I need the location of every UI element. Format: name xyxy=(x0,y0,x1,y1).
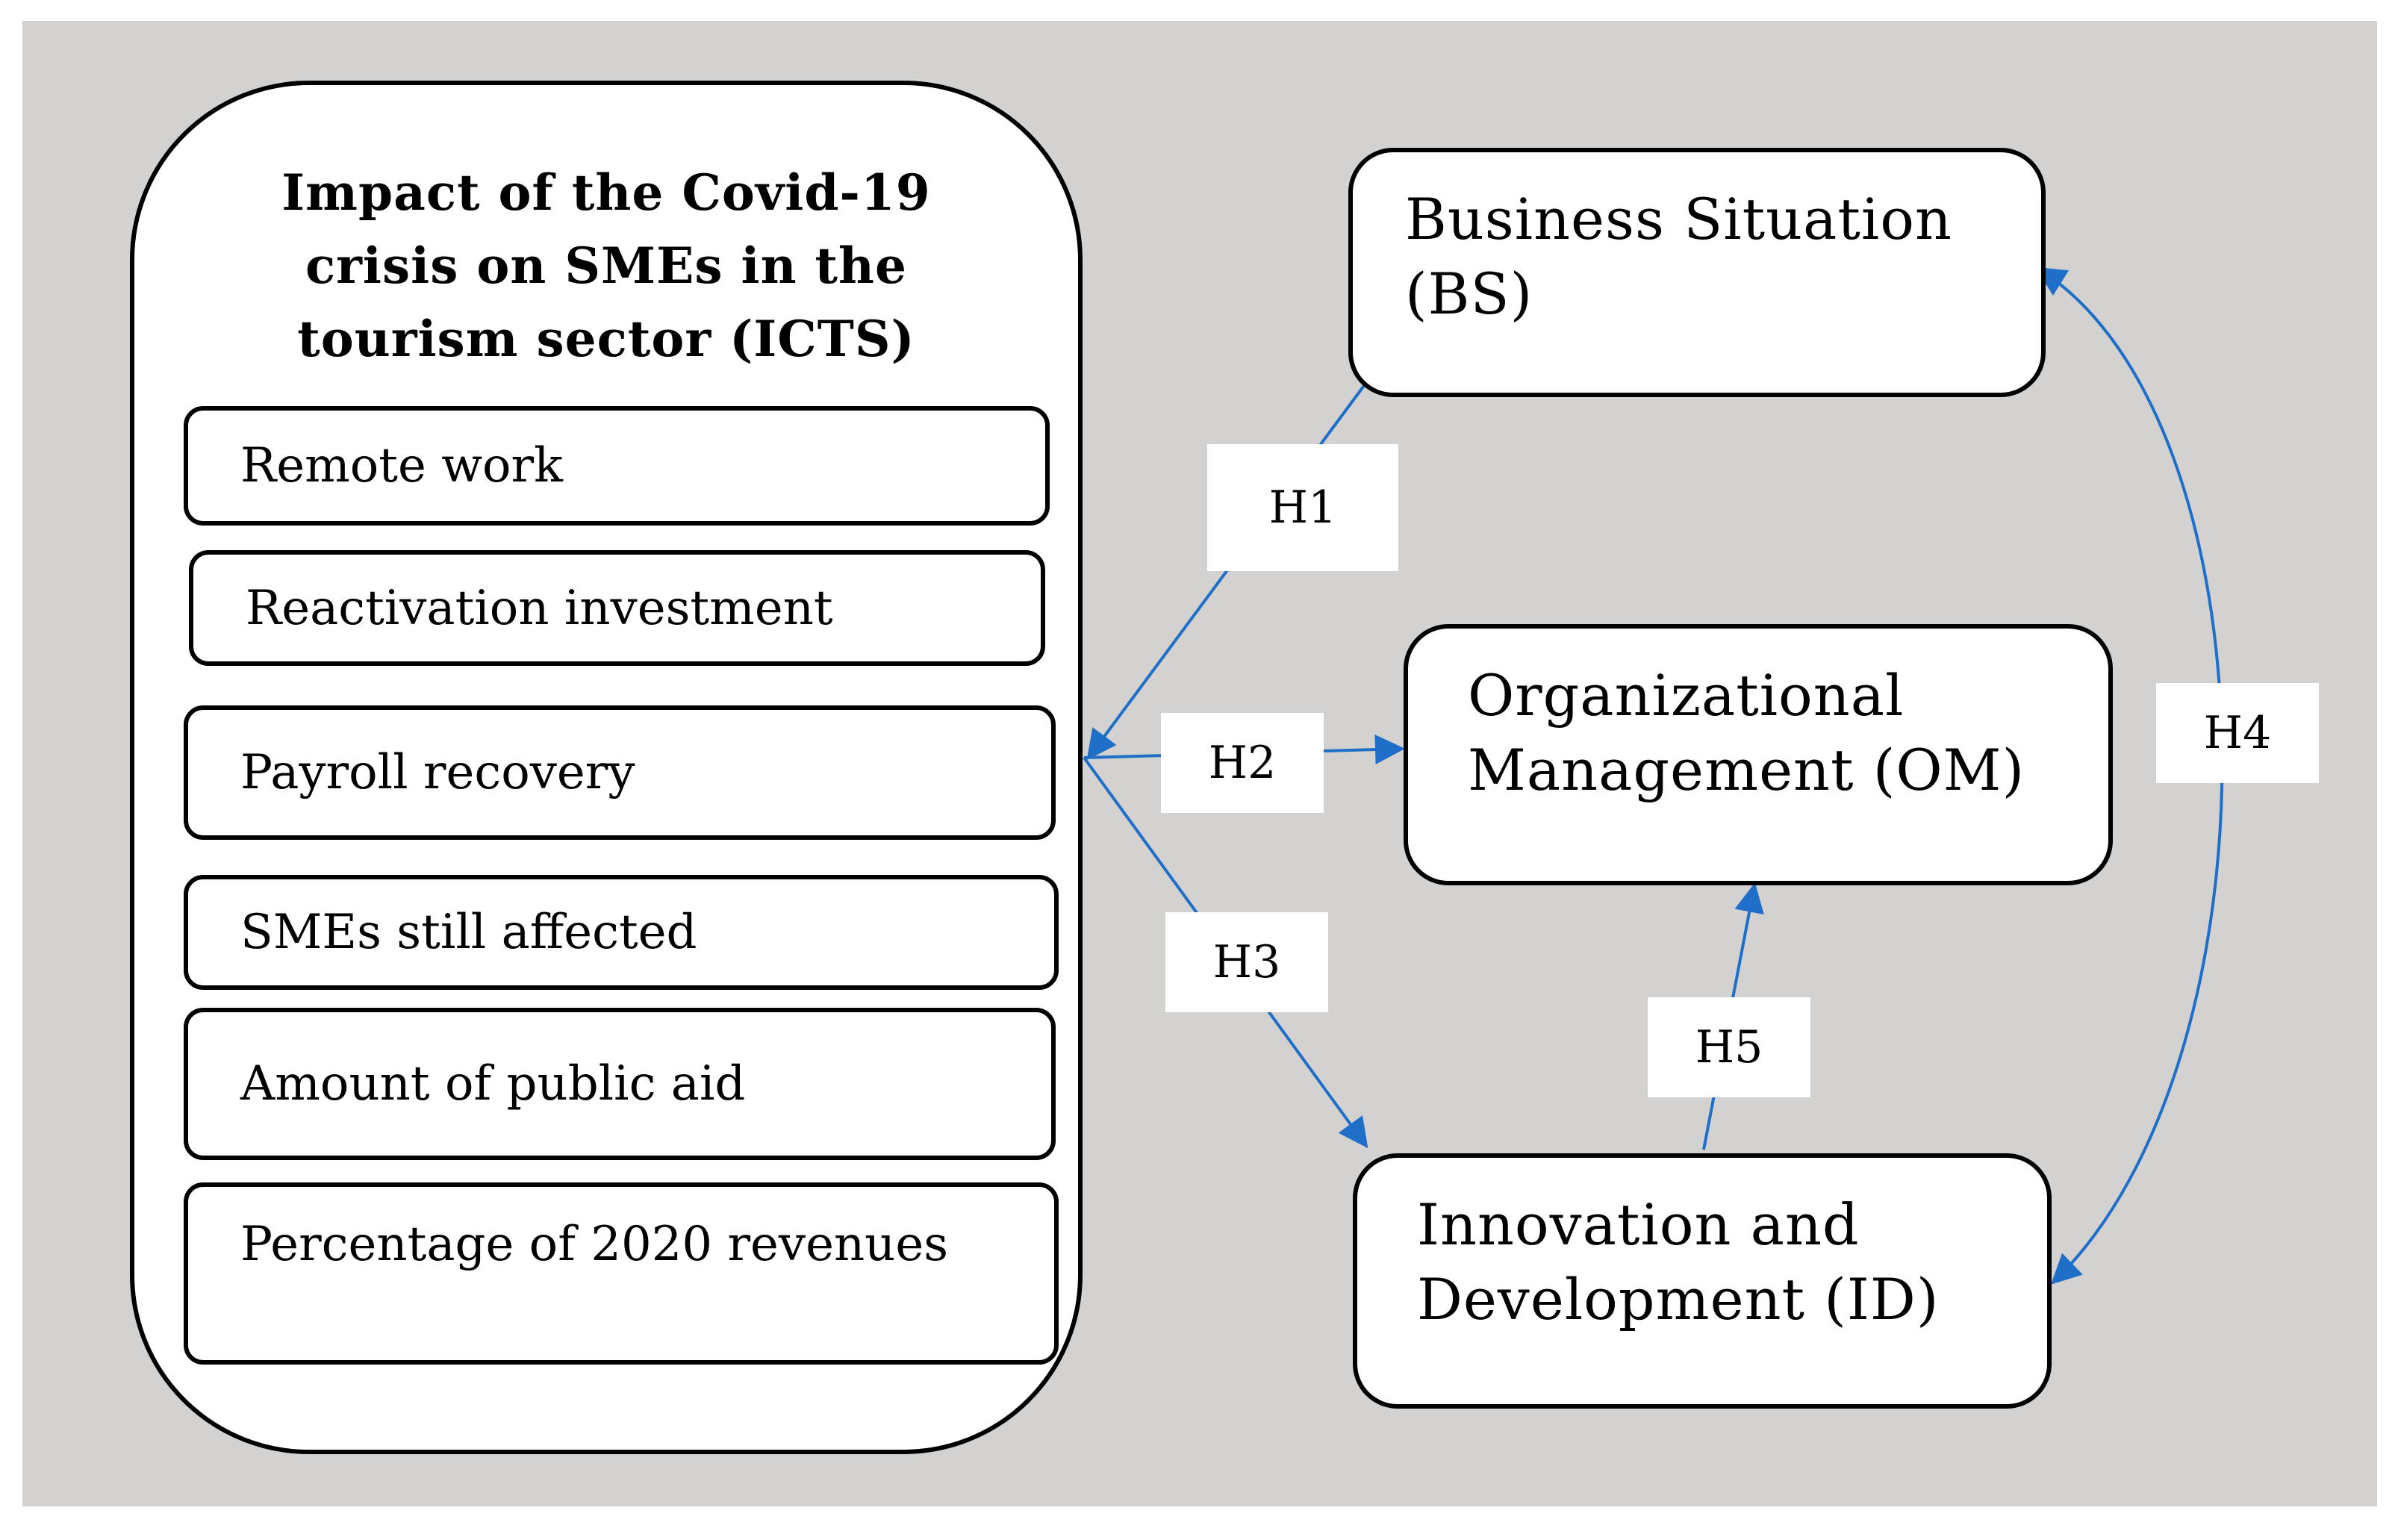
indicator-smes-still-affected: SMEs still affected xyxy=(184,875,1059,990)
label-h4: H4 xyxy=(2156,683,2319,783)
label-h3: H3 xyxy=(1165,912,1328,1012)
indicator-remote-work: Remote work xyxy=(184,406,1050,526)
indicator-payroll-recovery: Payroll recovery xyxy=(184,705,1056,840)
indicator-percentage-2020-revenues: Percentage of 2020 revenues xyxy=(184,1182,1059,1365)
node-organizational-management: Organizational Management (OM) xyxy=(1404,624,2113,885)
indicator-amount-public-aid: Amount of public aid xyxy=(184,1008,1056,1160)
label-h1: H1 xyxy=(1207,444,1398,571)
node-business-situation: Business Situation (BS) xyxy=(1348,148,2046,397)
indicator-reactivation-investment: Reactivation investment xyxy=(189,550,1045,666)
label-h2: H2 xyxy=(1161,713,1324,813)
label-h5: H5 xyxy=(1648,997,1810,1097)
icts-title: Impact of the Covid-19 crisis on SMEs in… xyxy=(281,163,931,368)
node-innovation-development: Innovation and Development (ID) xyxy=(1353,1153,2052,1409)
